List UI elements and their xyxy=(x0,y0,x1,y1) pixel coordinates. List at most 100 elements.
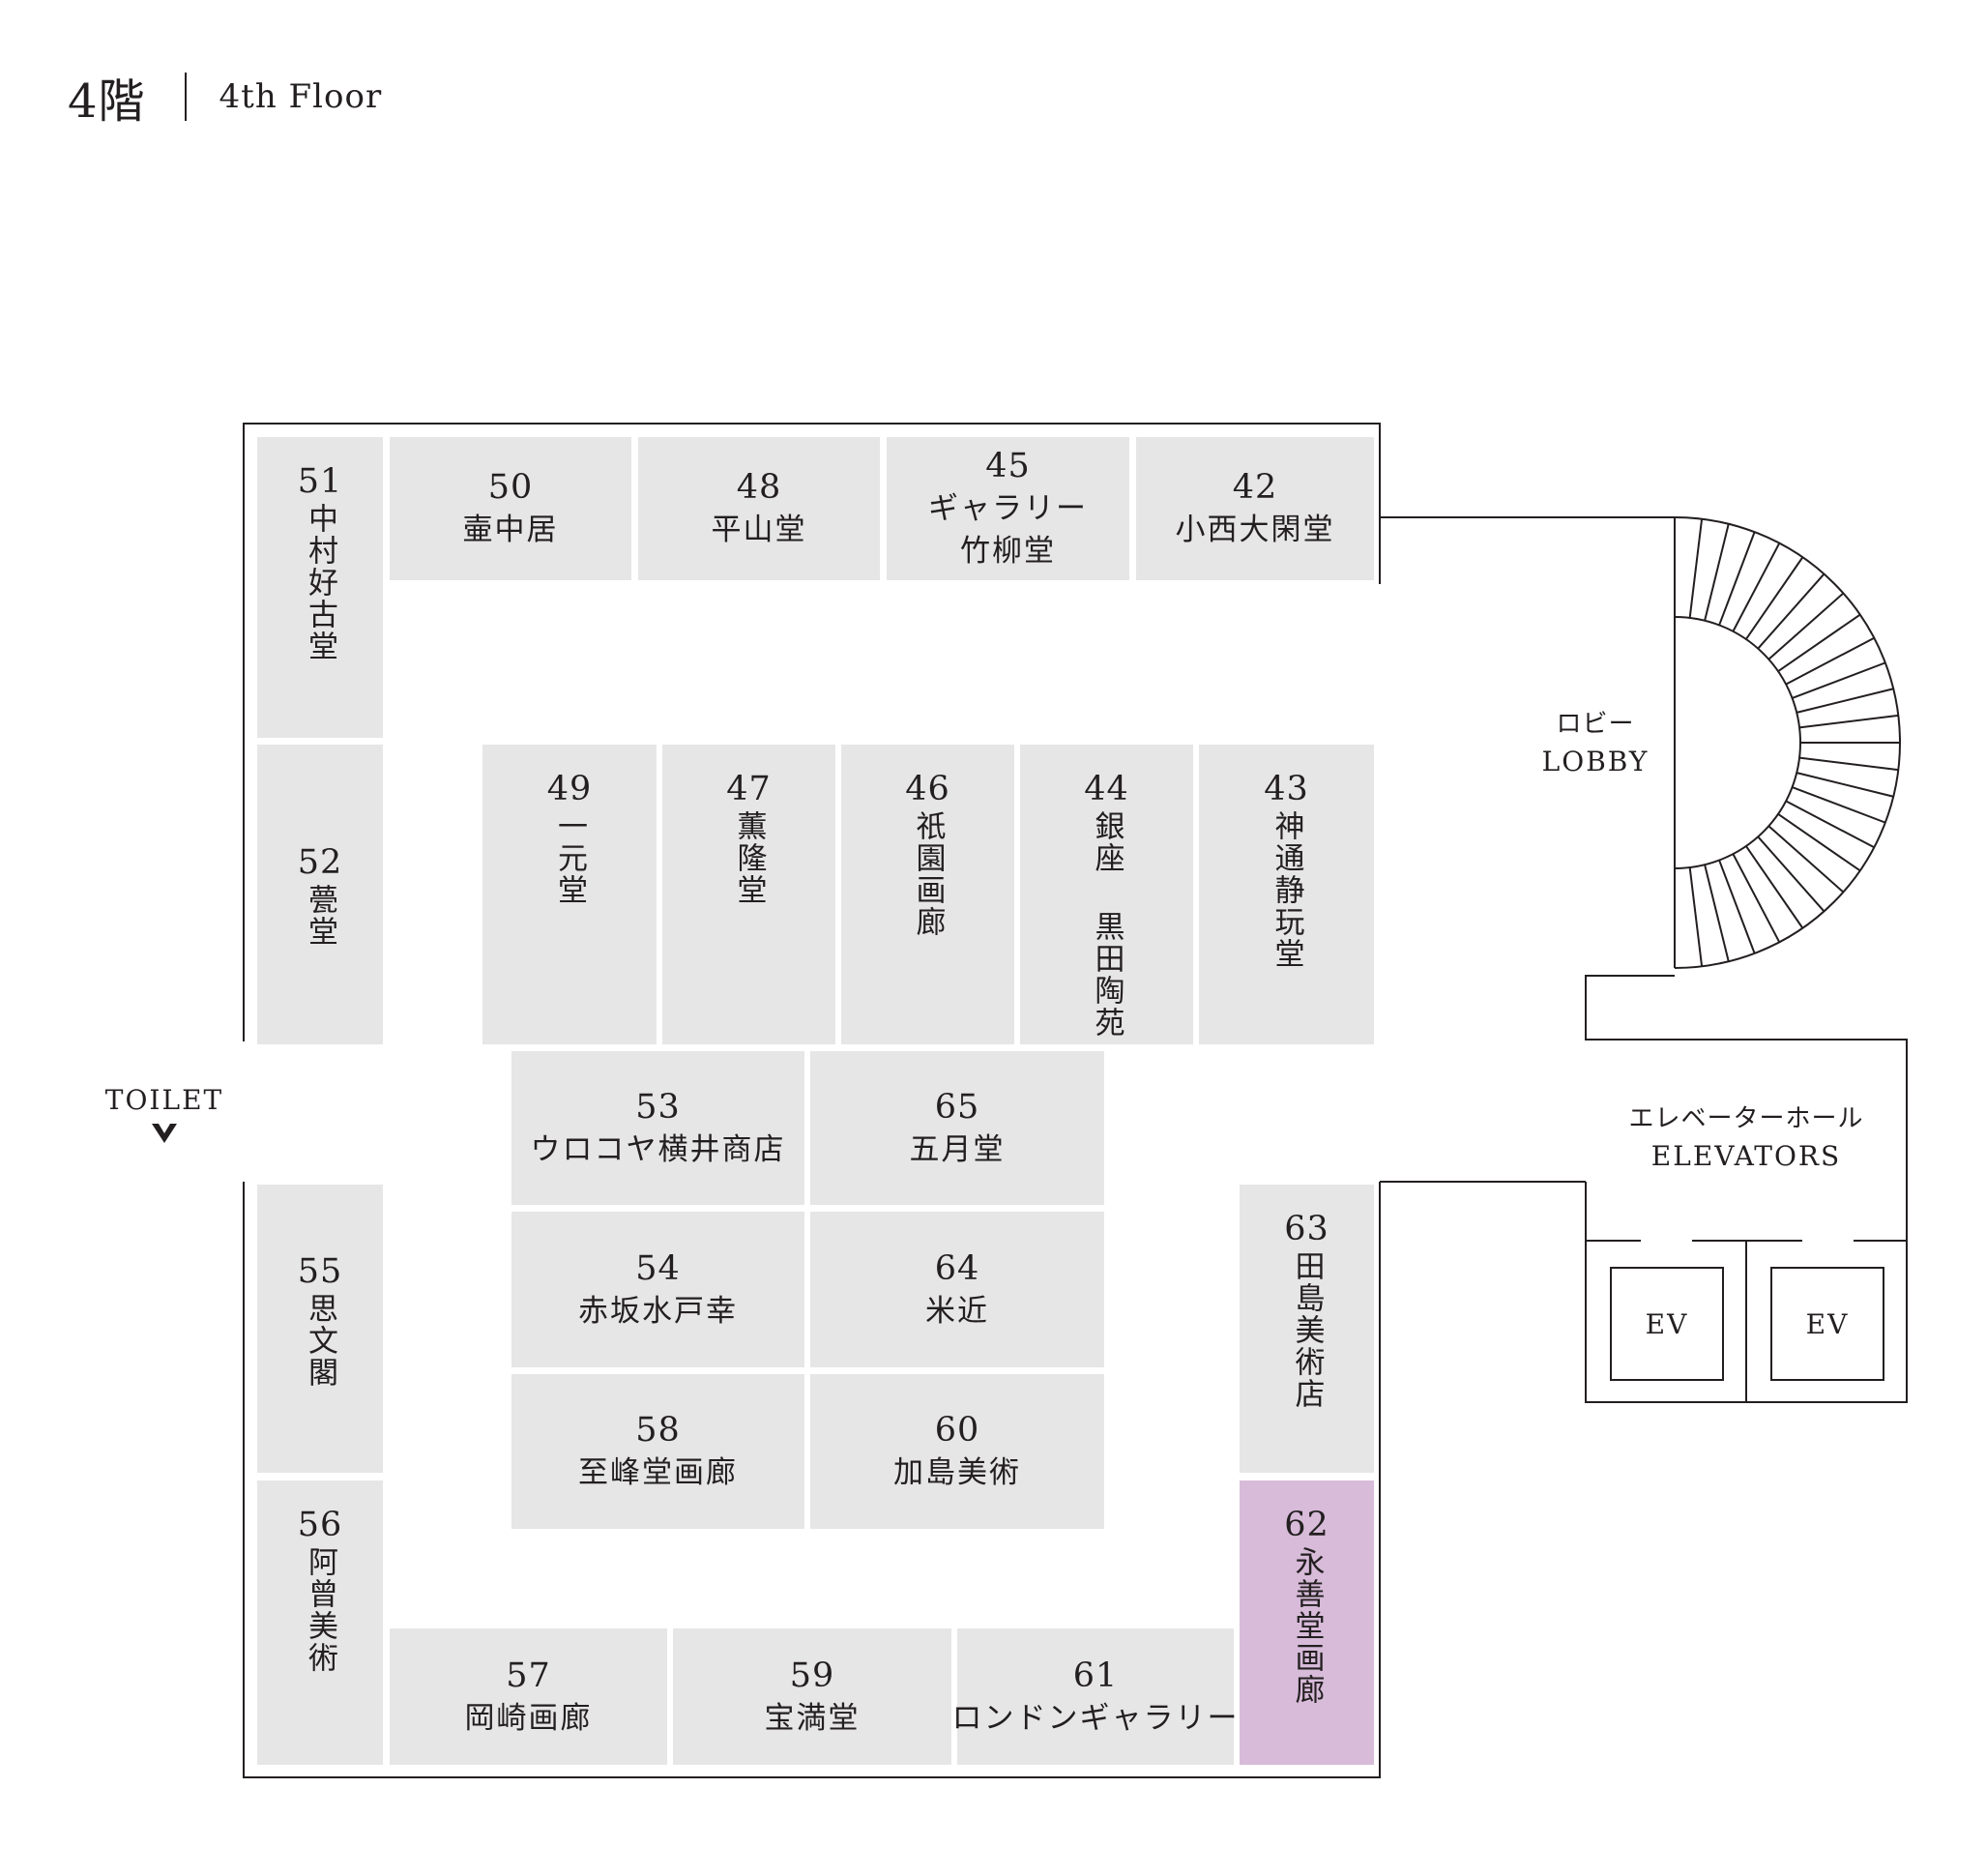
elevator-1[interactable]: EV xyxy=(1610,1267,1724,1381)
shop-45[interactable]: 45 ギャラリー 竹柳堂 xyxy=(887,437,1129,580)
stair-step xyxy=(1745,556,1804,640)
shop-name: 至峰堂画廊 xyxy=(578,1455,738,1490)
shop-60[interactable]: 60 加島美術 xyxy=(810,1374,1104,1529)
shop-56[interactable]: 56 阿曾美術 xyxy=(257,1480,383,1765)
stair-arc xyxy=(1674,616,1801,869)
shop-47[interactable]: 47 薫隆堂 xyxy=(662,745,835,1044)
shop-name: 銀座 黒田陶苑 xyxy=(1089,810,1124,1039)
shop-63[interactable]: 63 田島美術店 xyxy=(1240,1185,1374,1473)
shop-number: 64 xyxy=(934,1248,980,1288)
stair-step xyxy=(1688,866,1704,967)
shop-name: 小西大閑堂 xyxy=(1175,513,1335,547)
shop-65[interactable]: 65 五月堂 xyxy=(810,1051,1104,1205)
stair-step xyxy=(1767,592,1845,660)
stair-step xyxy=(1745,845,1804,929)
shop-number: 45 xyxy=(985,447,1031,485)
shop-number: 49 xyxy=(546,770,593,808)
shop-57[interactable]: 57 岡崎画廊 xyxy=(390,1628,667,1765)
shop-58[interactable]: 58 至峰堂画廊 xyxy=(511,1374,804,1529)
stair-step xyxy=(1732,853,1781,943)
shop-number: 55 xyxy=(297,1252,343,1291)
shop-name: 加島美術 xyxy=(893,1455,1021,1490)
shop-61[interactable]: 61 ロンドンギャラリー xyxy=(952,1628,1238,1765)
shop-number: 65 xyxy=(934,1087,980,1127)
shop-number: 60 xyxy=(934,1411,980,1450)
shop-name: 壷中居 xyxy=(462,513,559,547)
lobby-label-en: LOBBY xyxy=(1541,746,1650,777)
shop-number: 46 xyxy=(905,770,950,808)
shop-name: 平山堂 xyxy=(711,513,807,547)
shop-number: 57 xyxy=(506,1656,551,1695)
stair-step xyxy=(1757,835,1825,913)
floor-title-jp: 4階 xyxy=(68,74,146,129)
shop-55[interactable]: 55 思文閣 xyxy=(257,1185,383,1473)
stair-step xyxy=(1792,661,1886,699)
stair-step xyxy=(1798,714,1899,729)
elevator-2[interactable]: EV xyxy=(1770,1267,1884,1381)
toilet-label: TOILET xyxy=(104,1084,224,1116)
stair-step xyxy=(1704,523,1730,622)
shop-name: 阿曾美術 xyxy=(303,1546,337,1674)
shop-51[interactable]: 51 中村好古堂 xyxy=(257,437,383,738)
shop-number: 62 xyxy=(1284,1506,1329,1544)
shop-59[interactable]: 59 宝満堂 xyxy=(673,1628,951,1765)
stair-step xyxy=(1688,518,1704,619)
shop-number: 51 xyxy=(297,462,343,501)
shop-name: 岡崎画廊 xyxy=(464,1700,593,1736)
shop-name: 祇園画廊 xyxy=(910,810,946,938)
lobby-label-jp: ロビー xyxy=(1556,710,1635,739)
shop-52[interactable]: 52 甍堂 xyxy=(257,745,383,1044)
shop-64[interactable]: 64 米近 xyxy=(810,1212,1104,1367)
floor-title-en: 4th Floor xyxy=(219,77,383,116)
stair-step xyxy=(1757,572,1825,650)
shop-name: 中村好古堂 xyxy=(303,503,337,662)
shop-number: 53 xyxy=(635,1087,681,1127)
stair-step xyxy=(1718,531,1756,626)
shop-50[interactable]: 50 壷中居 xyxy=(390,437,631,580)
shop-54[interactable]: 54 赤坂水戸幸 xyxy=(511,1212,804,1367)
shop-44[interactable]: 44 銀座 黒田陶苑 xyxy=(1020,745,1193,1044)
shop-name: 宝満堂 xyxy=(764,1700,861,1736)
elevator-hall-label: エレベーターホール ELEVATORS xyxy=(1586,1100,1907,1176)
shop-46[interactable]: 46 祇園画廊 xyxy=(841,745,1014,1044)
shop-number: 44 xyxy=(1084,770,1129,808)
down-arrow-icon xyxy=(152,1124,177,1143)
shop-name: 五月堂 xyxy=(909,1131,1006,1167)
shop-53[interactable]: 53 ウロコヤ横井商店 xyxy=(511,1051,804,1205)
floor-header: 4階 4th Floor xyxy=(68,68,383,129)
shop-49[interactable]: 49 一元堂 xyxy=(482,745,657,1044)
lobby-label: ロビー LOBBY xyxy=(1518,706,1673,781)
shop-number: 47 xyxy=(726,770,772,808)
shop-number: 58 xyxy=(635,1411,681,1450)
shop-name: ギャラリー xyxy=(928,491,1088,526)
stair-step xyxy=(1767,825,1845,894)
shop-name: 米近 xyxy=(925,1293,989,1329)
elevator-hall-label-en: ELEVATORS xyxy=(1650,1140,1842,1172)
shop-name: ロンドンギャラリー xyxy=(951,1700,1240,1736)
shop-name: 思文閣 xyxy=(303,1293,337,1389)
elevator-label: EV xyxy=(1645,1307,1689,1340)
stair-step xyxy=(1798,756,1899,772)
shop-number: 59 xyxy=(789,1656,835,1695)
shop-name: 赤坂水戸幸 xyxy=(578,1293,738,1329)
shop-number: 50 xyxy=(487,468,534,507)
stair-step xyxy=(1704,864,1730,962)
shop-42[interactable]: 42 小西大閑堂 xyxy=(1136,437,1374,580)
shop-43[interactable]: 43 神通静玩堂 xyxy=(1199,745,1374,1044)
shop-number: 52 xyxy=(297,843,343,882)
stair-step xyxy=(1732,542,1781,632)
shop-62[interactable]: 62 永善堂画廊 xyxy=(1240,1480,1374,1765)
shop-name: 永善堂画廊 xyxy=(1289,1546,1325,1706)
stair-step xyxy=(1785,636,1875,686)
shop-number: 43 xyxy=(1264,770,1309,808)
shop-number: 42 xyxy=(1232,468,1278,507)
header-divider xyxy=(184,73,187,121)
stair-step xyxy=(1796,772,1894,798)
shop-name: 一元堂 xyxy=(552,810,587,906)
shop-48[interactable]: 48 平山堂 xyxy=(638,437,880,580)
stair-step xyxy=(1785,800,1875,849)
toilet-marker[interactable]: TOILET xyxy=(97,1081,232,1145)
shop-name: ウロコヤ横井商店 xyxy=(530,1131,786,1167)
